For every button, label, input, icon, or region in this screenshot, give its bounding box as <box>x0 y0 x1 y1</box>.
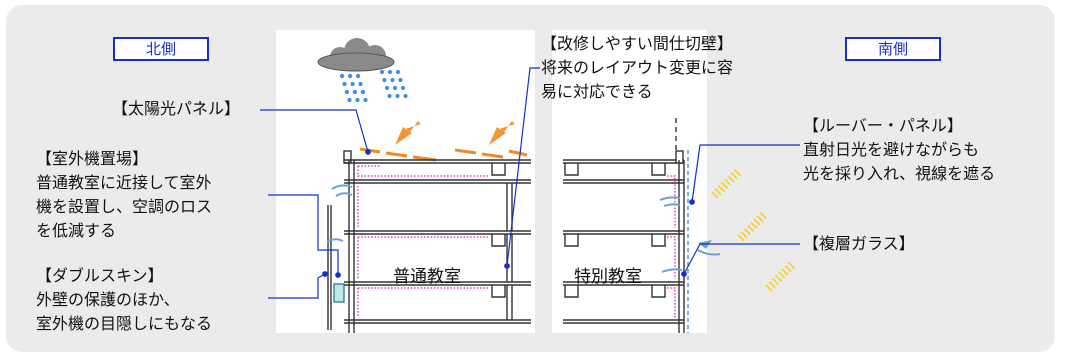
rain-drop <box>342 81 347 87</box>
rain-drop <box>355 97 360 103</box>
light-ray-icons <box>711 168 796 292</box>
light-ray-stroke <box>784 265 792 273</box>
light-ray-stroke <box>750 221 758 229</box>
double-skin-line-2: 室外機の目隠しにもなる <box>36 314 213 333</box>
rain-drop <box>384 85 390 91</box>
rain-drop <box>363 97 368 103</box>
rain-drop <box>350 81 355 87</box>
light-ray-stroke <box>765 284 773 292</box>
rain-drop <box>400 85 406 91</box>
light-ray-stroke <box>733 168 742 177</box>
rain-drop <box>382 77 387 83</box>
rain-drop <box>358 81 363 87</box>
outdoor-unit-title: 【室外機置場】 <box>36 149 149 168</box>
ordinary-classroom-label: 普通教室 <box>393 267 461 287</box>
rain-drop <box>355 73 361 79</box>
light-ray-stroke <box>740 231 748 239</box>
insulation-lines-right <box>667 175 676 318</box>
light-ray-stroke <box>730 172 738 180</box>
rain-drop <box>339 73 345 79</box>
right-building-section <box>563 150 685 333</box>
rain-drop <box>390 77 395 83</box>
light-ray-stroke <box>759 211 768 220</box>
light-ray-stroke <box>724 178 732 186</box>
cloud-icon <box>317 38 395 72</box>
rain-drop <box>347 73 353 79</box>
louver-panel-title: 【ルーバー・パネル】 <box>803 116 963 135</box>
outdoor-unit-line-1: 普通教室に近接して室外 <box>36 173 212 192</box>
rain-drop <box>360 89 366 95</box>
light-ray-stroke <box>774 274 783 283</box>
light-ray-stroke <box>771 277 780 286</box>
rain-drop <box>387 93 392 99</box>
light-ray-stroke <box>737 234 745 242</box>
rain-drop <box>395 69 401 75</box>
rain-drop <box>344 89 350 95</box>
north-side-label: 北側 <box>113 37 209 61</box>
light-ray-stroke <box>753 218 761 226</box>
light-ray-stroke <box>787 261 796 270</box>
outdoor-unit-line-2: 機を設置し、空調のロス <box>36 197 213 216</box>
sunlight-arrow-icon <box>395 121 515 145</box>
south-side-label: 南側 <box>845 37 941 61</box>
louver-panel-line-1: 直射日光を避けながらも <box>803 140 980 159</box>
light-ray-stroke <box>756 215 764 223</box>
rain-drop <box>403 93 408 99</box>
rain-drop <box>398 77 403 83</box>
solar-panel-label: 【太陽光パネル】 <box>112 99 241 118</box>
light-ray-stroke <box>746 224 755 233</box>
light-ray-stroke <box>778 271 786 279</box>
rain-drop <box>395 93 400 99</box>
partition-wall-line-1: 将来のレイアウト変更に容 <box>541 58 734 77</box>
rain-drop <box>379 69 385 75</box>
light-ray-stroke <box>727 175 735 183</box>
rain-drop <box>347 97 352 103</box>
louver-panel-line-2: 光を採り入れ、視線を遮る <box>803 164 996 183</box>
rain-drop <box>387 69 393 75</box>
light-ray-stroke <box>720 181 729 190</box>
partition-wall-title: 【改修しやすい間仕切壁】 <box>541 34 733 53</box>
rain-drop <box>392 85 398 91</box>
outdoor-unit-line-3: を低減する <box>36 221 117 240</box>
double-skin-title: 【ダブルスキン】 <box>36 266 164 285</box>
light-ray-stroke <box>781 268 789 276</box>
outdoor-unit <box>333 283 345 303</box>
rain-icon <box>339 69 408 103</box>
leader-lines <box>260 67 800 299</box>
light-ray-stroke <box>714 188 722 196</box>
partition-wall-line-2: 易に対応できる <box>541 82 653 101</box>
special-classroom-label: 特別教室 <box>574 267 642 287</box>
left-building-section <box>327 150 531 333</box>
insulation-lines-left <box>357 165 490 318</box>
light-ray-stroke <box>711 191 719 199</box>
light-ray-stroke <box>768 281 776 289</box>
double-glass-label: 【複層ガラス】 <box>803 234 915 253</box>
double-skin-line-1: 外壁の保護のほか、 <box>36 290 180 309</box>
light-ray-stroke <box>743 227 752 236</box>
rain-drop <box>352 89 358 95</box>
light-ray-stroke <box>717 184 726 193</box>
